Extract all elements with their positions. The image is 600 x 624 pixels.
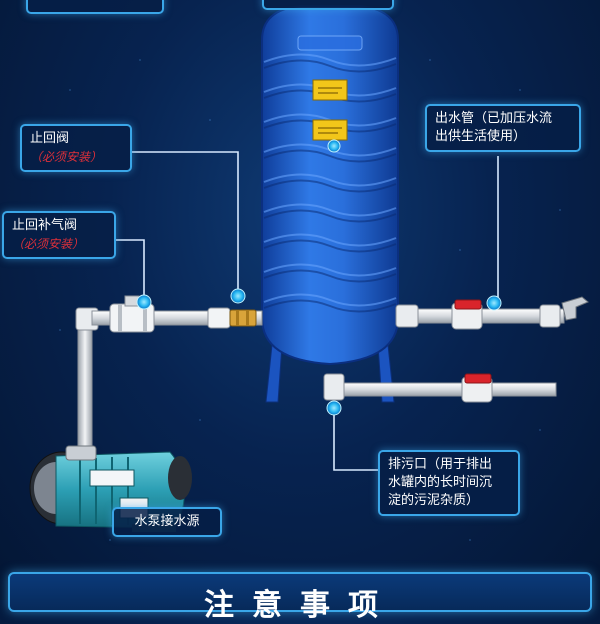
check-valve-note: （必须安装） — [30, 150, 103, 164]
drain-line1: 排污口（用于排出 — [388, 457, 493, 472]
tank-sticker-icon — [312, 79, 348, 101]
drain-pipe-icon — [323, 373, 557, 403]
pressure-tank — [261, 5, 399, 366]
leader-lines — [116, 151, 499, 471]
top-left-label-box — [26, 0, 164, 14]
drain-line3: 淀的污泥杂质） — [388, 493, 480, 508]
air-check-valve-label: 止回补气阀 （必须安装） — [2, 211, 116, 259]
pump-label-text: 水泵接水源 — [134, 514, 200, 529]
outlet-pipe-line1: 出水管（已加压水流 — [435, 111, 553, 126]
marker-dots — [136, 139, 502, 416]
check-valve-icon — [207, 307, 257, 329]
air-check-valve-title: 止回补气阀 — [12, 218, 78, 233]
outlet-pipe-line2: 出供生活使用） — [435, 129, 527, 144]
top-center-label-box — [262, 0, 394, 10]
notice-banner: 注意事项 — [8, 572, 592, 623]
check-valve-label: 止回阀 （必须安装） — [20, 124, 132, 172]
check-valve-title: 止回阀 — [30, 131, 70, 146]
background-texture — [59, 59, 561, 541]
notice-banner-title: 注意事项 — [204, 588, 396, 623]
air-check-valve-icon — [109, 295, 155, 333]
outlet-pipe-label: 出水管（已加压水流 出供生活使用） — [425, 104, 581, 152]
drain-line2: 水罐内的长时间沉 — [388, 475, 493, 490]
tank-sticker-icon — [312, 119, 348, 141]
drain-label: 排污口（用于排出 水罐内的长时间沉 淀的污泥杂质） — [378, 450, 520, 516]
pump-label: 水泵接水源 — [112, 507, 222, 537]
inlet-pipe — [75, 307, 263, 459]
outlet-pipe-icon — [395, 296, 589, 330]
air-check-valve-note: （必须安装） — [12, 237, 85, 251]
